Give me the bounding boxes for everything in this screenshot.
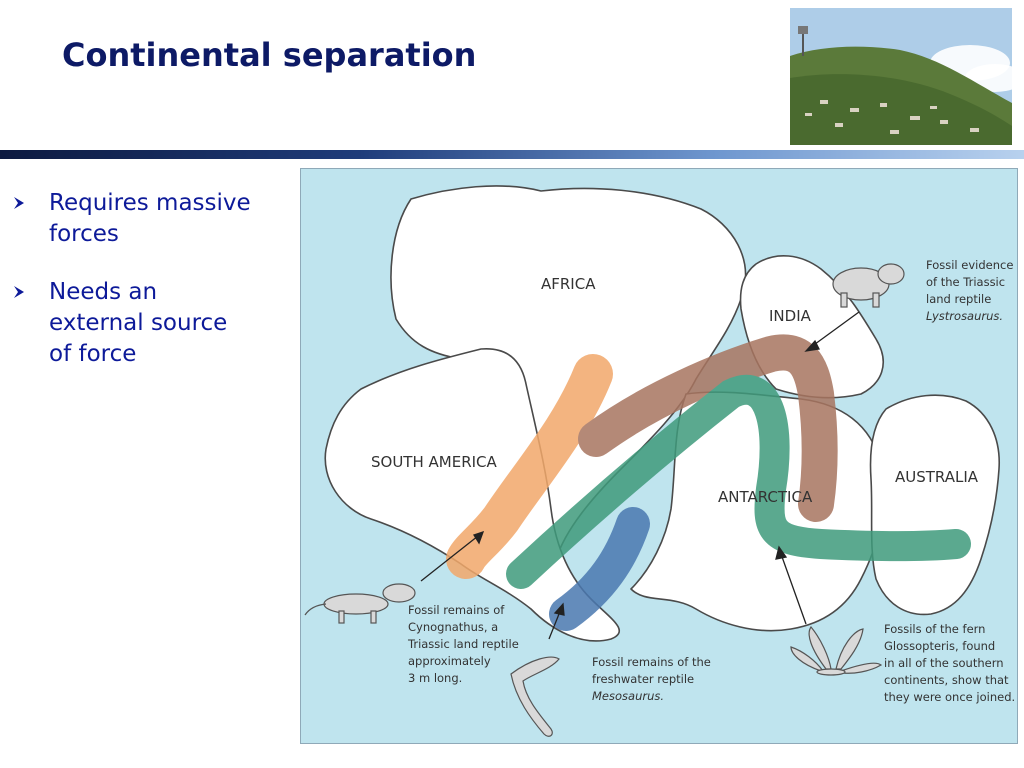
note-line: 3 m long. — [408, 671, 462, 685]
note-line: Lystrosaurus. — [926, 309, 1003, 323]
lystrosaurus-icon — [832, 263, 905, 308]
arrow-head-icon — [804, 339, 820, 352]
hill-photo — [790, 8, 1012, 145]
cynognathus-arrow — [420, 535, 479, 582]
glossopteris-note: Fossils of the fern Glossopteris, found … — [884, 622, 1015, 704]
arrow-head-icon — [775, 545, 788, 560]
bullet-line: forces — [49, 221, 119, 247]
glossopteris-arrow — [780, 553, 807, 625]
note-line: Fossil remains of — [408, 603, 505, 617]
bullet-list: Requires massive forces Needs an externa… — [12, 188, 292, 397]
cynognathus-band — [446, 354, 613, 579]
mesosaurus-band — [549, 507, 650, 631]
note-line: they were once joined. — [884, 690, 1015, 704]
glossopteris-band — [506, 374, 971, 589]
note-line: of the Triassic — [926, 275, 1005, 289]
note-line: Mesosaurus. — [592, 689, 664, 703]
bullet-item: Needs an external source of force — [12, 277, 292, 370]
cynognathus-note: Fossil remains of Cynognathus, a Triassi… — [407, 603, 519, 685]
glossopteris-fern-icon — [790, 626, 883, 676]
note-line: approximately — [408, 654, 491, 668]
title-divider-bar — [0, 150, 1024, 159]
lystrosaurus-band — [578, 334, 838, 522]
arrow-head-icon — [473, 530, 485, 545]
bullet-line: of force — [49, 341, 137, 367]
arrow-head-icon — [553, 602, 565, 616]
note-line: Glossopteris, found — [884, 639, 995, 653]
bullet-line: Requires massive — [49, 190, 251, 216]
australia-label: AUSTRALIA — [895, 468, 979, 486]
cynognathus-icon — [304, 583, 416, 624]
africa-label: AFRICA — [541, 275, 596, 293]
note-line: continents, show that — [884, 673, 1009, 687]
bullet-line: Needs an — [49, 279, 158, 305]
antarctica-label: ANTARCTICA — [718, 488, 813, 506]
arrow-bullet-icon — [14, 197, 24, 209]
mesosaurus-icon — [510, 656, 560, 737]
lystrosaurus-arrow — [810, 311, 860, 348]
arrow-bullet-icon — [14, 286, 24, 298]
india-label: INDIA — [769, 307, 812, 325]
slide-title: Continental separation — [62, 36, 477, 74]
bullet-item: Requires massive forces — [12, 188, 292, 250]
gondwana-map-svg: AFRICA INDIA SOUTH AMERICA ANTARCTICA AU… — [301, 169, 1017, 743]
bullet-line: external source — [49, 310, 228, 336]
note-line: Cynognathus, a — [408, 620, 498, 634]
note-line: Fossil remains of the — [592, 655, 711, 669]
south-america-label: SOUTH AMERICA — [371, 453, 498, 471]
note-line: Fossils of the fern — [884, 622, 985, 636]
note-line: in all of the southern — [884, 656, 1004, 670]
note-line: Triassic land reptile — [407, 637, 519, 651]
note-line: freshwater reptile — [592, 672, 694, 686]
hill-photo-image — [790, 8, 1012, 145]
mesosaurus-note: Fossil remains of the freshwater reptile… — [592, 655, 711, 703]
gondwana-map: AFRICA INDIA SOUTH AMERICA ANTARCTICA AU… — [300, 168, 1018, 744]
note-line: land reptile — [926, 292, 991, 306]
note-line: Fossil evidence — [926, 258, 1013, 272]
lystrosaurus-note: Fossil evidence of the Triassic land rep… — [926, 258, 1013, 323]
